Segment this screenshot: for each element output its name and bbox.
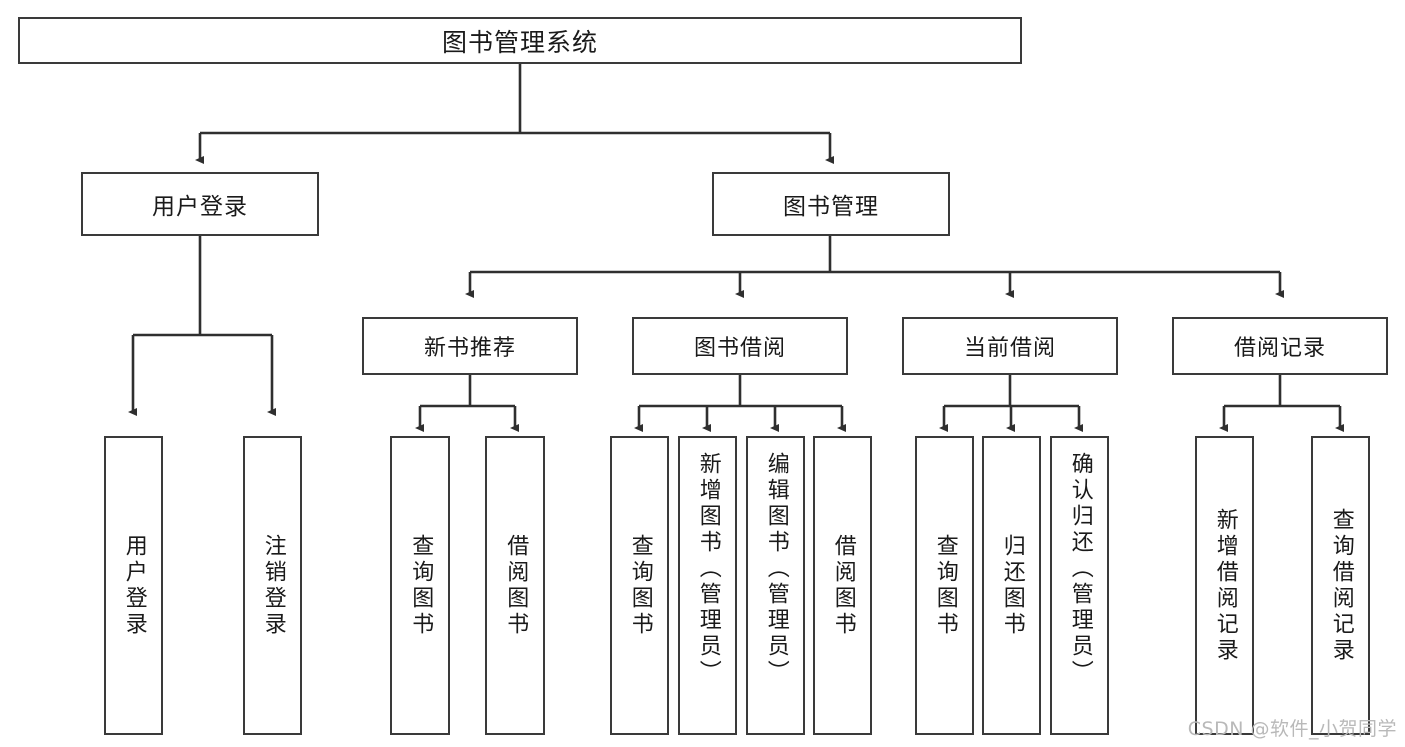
leaf-logout-login[interactable]: 注销登录 (243, 436, 302, 735)
leaf-add-borrow-record[interactable]: 新增借阅记录 (1195, 436, 1254, 735)
csdn-watermark: CSDN @软件_小贺同学 (1187, 718, 1397, 740)
node-book-manage[interactable]: 图书管理 (712, 172, 950, 236)
node-book-borrow[interactable]: 图书借阅 (632, 317, 848, 375)
leaf-query-borrow-record-label: 查询借阅记录 (1328, 507, 1354, 664)
leaf-query-book-2[interactable]: 查询图书 (610, 436, 669, 735)
leaf-edit-book[interactable]: 编辑图书（管理员） (746, 436, 805, 735)
leaf-borrow-book-2[interactable]: 借阅图书 (813, 436, 872, 735)
node-root-system[interactable]: 图书管理系统 (18, 17, 1022, 64)
leaf-add-book[interactable]: 新增图书（管理员） (678, 436, 737, 735)
node-user-login-label: 用户登录 (152, 194, 248, 220)
leaf-query-book-3-label: 查询图书 (932, 533, 958, 638)
node-borrow-record[interactable]: 借阅记录 (1172, 317, 1388, 375)
leaf-query-book-3[interactable]: 查询图书 (915, 436, 974, 735)
leaf-user-login[interactable]: 用户登录 (104, 436, 163, 735)
leaf-query-book-1-label: 查询图书 (408, 533, 434, 638)
node-root-label: 图书管理系统 (441, 27, 598, 57)
leaf-user-login-label: 用户登录 (121, 533, 147, 638)
leaf-borrow-book-1-label: 借阅图书 (503, 533, 529, 638)
node-new-book-recommend[interactable]: 新书推荐 (362, 317, 578, 375)
leaf-confirm-return[interactable]: 确认归还（管理员） (1050, 436, 1109, 735)
leaf-borrow-book-1[interactable]: 借阅图书 (485, 436, 545, 735)
leaf-confirm-return-label: 确认归还（管理员） (1067, 452, 1093, 686)
leaf-query-borrow-record[interactable]: 查询借阅记录 (1311, 436, 1370, 735)
leaf-query-book-2-label: 查询图书 (627, 533, 653, 638)
leaf-return-book[interactable]: 归还图书 (982, 436, 1041, 735)
node-current-borrow[interactable]: 当前借阅 (902, 317, 1118, 375)
leaf-query-book-1[interactable]: 查询图书 (390, 436, 450, 735)
node-borrow-record-label: 借阅记录 (1233, 336, 1326, 361)
leaf-edit-book-label: 编辑图书（管理员） (763, 452, 789, 686)
leaf-logout-login-label: 注销登录 (260, 533, 286, 638)
node-book-borrow-label: 图书借阅 (693, 336, 786, 361)
leaf-borrow-book-2-label: 借阅图书 (830, 533, 856, 638)
leaf-add-borrow-record-label: 新增借阅记录 (1212, 507, 1238, 664)
node-user-login[interactable]: 用户登录 (81, 172, 319, 236)
leaf-return-book-label: 归还图书 (999, 533, 1025, 638)
node-current-borrow-label: 当前借阅 (963, 336, 1056, 361)
node-new-book-recommend-label: 新书推荐 (423, 336, 516, 361)
leaf-add-book-label: 新增图书（管理员） (695, 452, 721, 686)
node-book-manage-label: 图书管理 (783, 194, 879, 220)
